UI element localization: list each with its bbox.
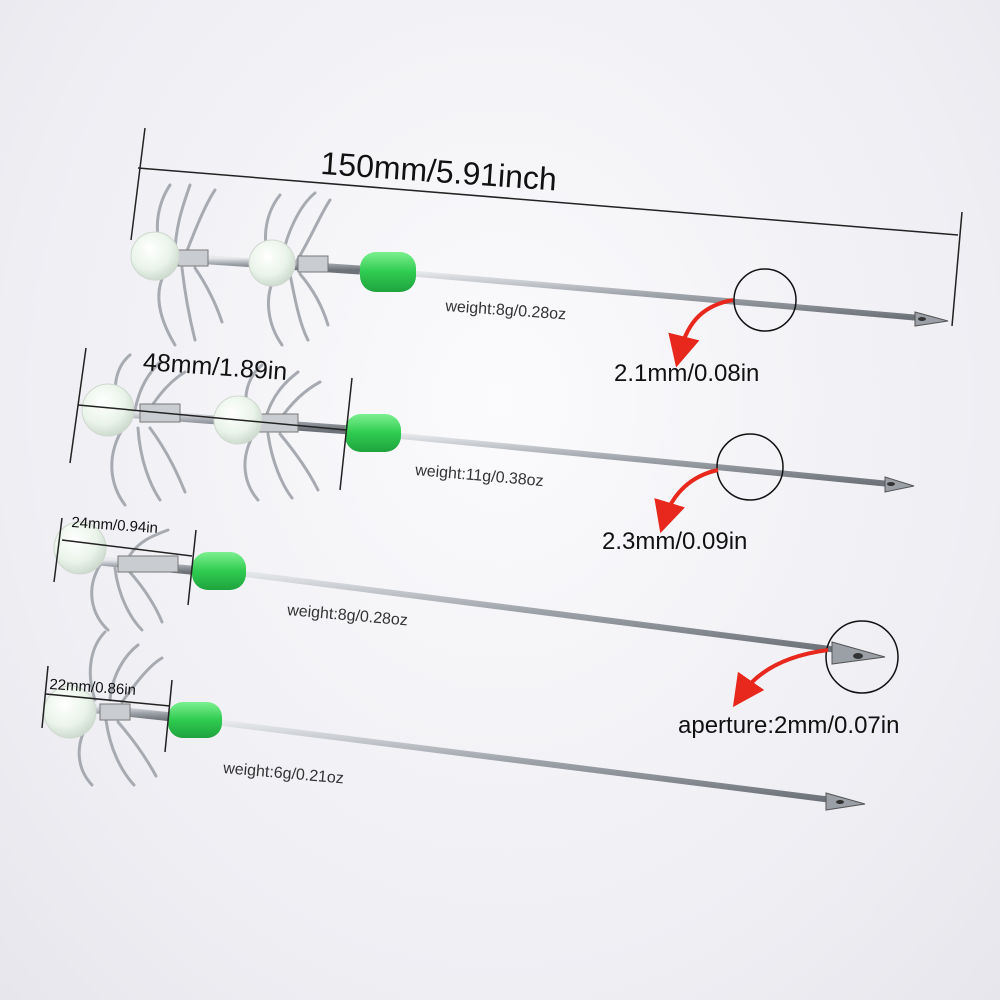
rig-1 [130,183,949,347]
rig-2 [69,347,915,507]
rig-3 [53,517,886,665]
rig1-diameter: 2.1mm/0.08in [614,360,760,387]
length-dimension-line [130,127,963,327]
rig2-diameter: 2.3mm/0.09in [602,528,748,555]
rig-4 [41,630,866,811]
callouts [654,268,899,708]
rig3-aperture: aperture:2mm/0.07in [678,712,900,739]
